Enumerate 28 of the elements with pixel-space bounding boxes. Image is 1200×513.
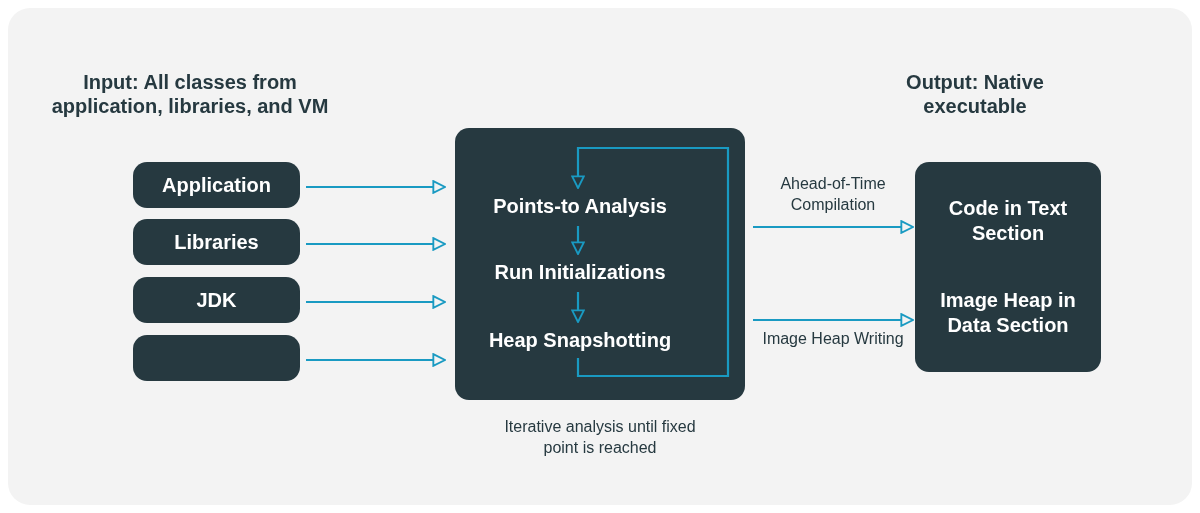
step-label: Run Initializations — [493, 259, 667, 285]
process-panel — [455, 128, 745, 400]
chevron-arrow — [571, 226, 585, 255]
edge-label: Ahead-of-Time Compilation — [779, 174, 887, 215]
arrow — [753, 220, 914, 234]
node-label: Iterative analysis until fixed point is reached — [503, 417, 697, 458]
arrow — [753, 313, 914, 327]
arrow — [306, 295, 446, 309]
heading: Output: Native executable — [905, 70, 1045, 118]
heading: Input: All classes from application, libraries, and VM — [50, 70, 330, 118]
chevron-arrow — [571, 292, 585, 323]
arrow — [306, 180, 446, 194]
process-box — [915, 162, 1101, 372]
box-label: Application — [161, 172, 272, 198]
arrow — [306, 237, 446, 251]
process-box — [133, 162, 300, 208]
loop-arrow — [571, 146, 730, 378]
process-box — [133, 335, 300, 381]
box-label: JDK — [195, 287, 238, 313]
step-label: Heap Snapshotting — [487, 327, 673, 353]
box-label: Code in Text Section — [947, 196, 1069, 246]
arrow — [306, 353, 446, 367]
process-box — [133, 219, 300, 265]
process-box — [133, 277, 300, 323]
step-label: Points-to Analysis — [492, 193, 668, 219]
box-label: Image Heap in Data Section — [939, 288, 1077, 338]
box-label: Libraries — [173, 229, 260, 255]
edge-label: Image Heap Writing — [761, 329, 905, 349]
